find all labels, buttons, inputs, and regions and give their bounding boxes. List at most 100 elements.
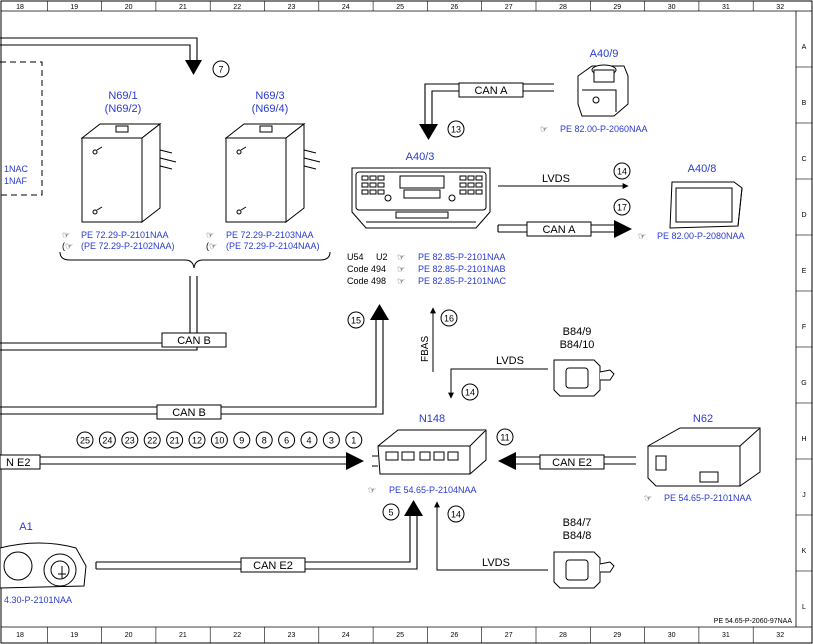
lvds-b84-7-label: LVDS bbox=[482, 557, 510, 569]
grid-col-bottom-24: 24 bbox=[342, 632, 350, 639]
bundle-signal-21-label: 21 bbox=[170, 436, 180, 446]
signal-7-marker bbox=[212, 60, 230, 78]
a40-3-head-unit-icon bbox=[351, 167, 491, 229]
can-e2-bottom-box bbox=[240, 557, 306, 573]
bundle-signal-8-marker bbox=[255, 431, 273, 449]
svg-text:PE 54.65-P-2101NAA: PE 54.65-P-2101NAA bbox=[664, 493, 752, 503]
signal-7-label: 7 bbox=[218, 65, 223, 75]
a40-8-name: A40/8 bbox=[688, 163, 717, 175]
signal-16-label: 16 bbox=[444, 314, 454, 324]
svg-text:☞: ☞ bbox=[397, 264, 405, 274]
can-e2-left-bus bbox=[0, 452, 364, 470]
grid-col-top-28: 28 bbox=[559, 4, 567, 11]
signal-13-label: 13 bbox=[451, 125, 461, 135]
signal-14a-label: 14 bbox=[617, 167, 627, 177]
signal-11-label: 11 bbox=[500, 433, 509, 443]
grid-col-bottom-31: 31 bbox=[722, 632, 730, 639]
grid-col-bottom-32: 32 bbox=[776, 632, 784, 639]
svg-text:PE 72.29-P-2103NAA: PE 72.29-P-2103NAA bbox=[226, 230, 314, 240]
grid-col-top-25: 25 bbox=[396, 4, 404, 11]
bundle-signal-23-marker bbox=[121, 431, 139, 449]
grid-row-B: B bbox=[802, 100, 807, 107]
grid-row-K: K bbox=[802, 548, 807, 555]
bundle-signal-1-label: 1 bbox=[351, 436, 356, 446]
bundle-signal-4-marker bbox=[300, 431, 318, 449]
svg-text:PE 72.29-P-2101NAA: PE 72.29-P-2101NAA bbox=[81, 230, 169, 240]
n62-name: N62 bbox=[693, 413, 713, 425]
svg-text:U2: U2 bbox=[376, 252, 388, 262]
signal-5-label: 5 bbox=[388, 508, 393, 518]
svg-text:(PE 72.29-P-2104NAA): (PE 72.29-P-2104NAA) bbox=[226, 241, 320, 251]
n69-3-name: N69/3 bbox=[255, 90, 284, 102]
grid-row-H: H bbox=[801, 436, 806, 443]
signal-14c-label: 14 bbox=[451, 510, 461, 520]
grid-row-F: F bbox=[802, 324, 806, 331]
bundle-signal-24-label: 24 bbox=[102, 436, 112, 446]
svg-text:PE 82.00-P-2080NAA: PE 82.00-P-2080NAA bbox=[657, 231, 745, 241]
grid-col-top-32: 32 bbox=[776, 4, 784, 11]
doc-number: PE 54.65-P-2060-97NAA bbox=[714, 618, 793, 625]
n62-module-icon bbox=[647, 427, 761, 487]
a40-8-ref: ☞ PE 82.00-P-2080NAA bbox=[638, 231, 745, 241]
grid-col-top-23: 23 bbox=[288, 4, 296, 11]
grid-col-top-27: 27 bbox=[505, 4, 513, 11]
svg-text:PE 82.85-P-2101NAC: PE 82.85-P-2101NAC bbox=[418, 276, 507, 286]
grid-col-top-24: 24 bbox=[342, 4, 350, 11]
n62-ref: ☞ PE 54.65-P-2101NAA bbox=[644, 493, 752, 503]
bundle-signal-21-marker bbox=[166, 431, 184, 449]
signal-15-marker bbox=[347, 311, 365, 329]
grid-row-L: L bbox=[802, 604, 806, 611]
n69-1-alt: (N69/2) bbox=[105, 103, 142, 115]
grid-col-top-22: 22 bbox=[233, 4, 241, 11]
signal-14b-marker bbox=[461, 383, 479, 401]
signal-11-marker bbox=[496, 428, 514, 446]
can-b-lower-bus bbox=[0, 304, 389, 415]
top-bus-to-7 bbox=[0, 37, 202, 75]
can-a-right-box bbox=[526, 221, 592, 237]
svg-text:☞: ☞ bbox=[644, 493, 652, 503]
svg-text:U54: U54 bbox=[347, 252, 364, 262]
a40-9-name: A40/9 bbox=[590, 48, 619, 60]
grid-col-bottom-22: 22 bbox=[233, 632, 241, 639]
a40-9-controller-icon bbox=[577, 64, 629, 117]
svg-text:PE 82.00-P-2060NAA: PE 82.00-P-2060NAA bbox=[560, 124, 648, 134]
bundle-signal-23-label: 23 bbox=[125, 436, 135, 446]
svg-text:(PE 72.29-P-2102NAA): (PE 72.29-P-2102NAA) bbox=[81, 241, 175, 251]
bundle-signal-25-label: 25 bbox=[80, 436, 90, 446]
signal-17-label: 17 bbox=[617, 203, 627, 213]
signal-14a-marker bbox=[613, 162, 631, 180]
bundle-signal-3-marker bbox=[322, 431, 340, 449]
svg-text:Code 494: Code 494 bbox=[347, 264, 386, 274]
b84-7-alt: B84/8 bbox=[563, 530, 592, 542]
bundle-signal-12-marker bbox=[188, 431, 206, 449]
n69-1-module-icon bbox=[80, 122, 177, 224]
grid-col-bottom-26: 26 bbox=[451, 632, 459, 639]
grid-col-top-26: 26 bbox=[451, 4, 459, 11]
a1-cluster-icon bbox=[0, 542, 87, 589]
svg-text:PE 82.85-P-2101NAB: PE 82.85-P-2101NAB bbox=[418, 264, 506, 274]
svg-text:☞: ☞ bbox=[397, 276, 405, 286]
bundle-signal-10-label: 10 bbox=[214, 436, 224, 446]
can-b-lower-box bbox=[156, 404, 222, 420]
b84-7-camera-icon bbox=[553, 551, 615, 589]
grid-col-top-29: 29 bbox=[613, 4, 621, 11]
a1-ref: 4.30-P-2101NAA bbox=[4, 595, 72, 605]
grid-row-C: C bbox=[801, 156, 806, 163]
grid-col-bottom-29: 29 bbox=[613, 632, 621, 639]
svg-text:☞: ☞ bbox=[368, 485, 376, 495]
bundle-signal-1-marker bbox=[345, 431, 363, 449]
svg-text:(☞: (☞ bbox=[206, 241, 217, 251]
bundle-signal-8-label: 8 bbox=[262, 436, 267, 446]
grid-row-A: A bbox=[802, 44, 807, 51]
n69-3-alt: (N69/4) bbox=[252, 103, 289, 115]
can-b-lower-label: CAN B bbox=[172, 407, 206, 419]
grid-col-bottom-25: 25 bbox=[396, 632, 404, 639]
a40-9-ref: ☞ PE 82.00-P-2060NAA bbox=[540, 124, 648, 134]
can-e2-right-label: CAN E2 bbox=[552, 457, 592, 469]
grid-col-bottom-30: 30 bbox=[668, 632, 676, 639]
grid-col-top-18: 18 bbox=[16, 4, 24, 11]
svg-text:☞: ☞ bbox=[638, 231, 646, 241]
n69-brace bbox=[59, 251, 331, 269]
